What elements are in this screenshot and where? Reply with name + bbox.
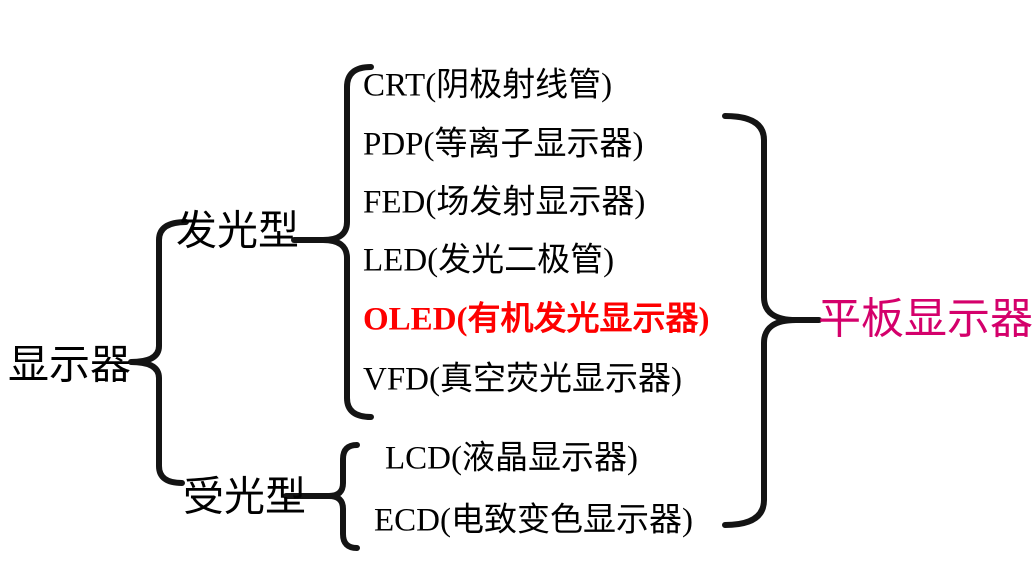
root-label: 显示器 bbox=[8, 341, 131, 388]
branch-label-emissive: 发光型 bbox=[176, 207, 299, 254]
flat-panel-group-brace bbox=[722, 113, 799, 528]
root-branch-brace bbox=[128, 219, 189, 486]
flat-panel-group-label: 平板显示器 bbox=[818, 296, 1033, 344]
item-fed: FED(场发射显示器) bbox=[363, 184, 646, 221]
item-vfd: VFD(真空荧光显示器) bbox=[363, 361, 682, 398]
emissive-items-brace bbox=[320, 64, 374, 420]
item-oled-highlighted: OLED(有机发光显示器) bbox=[363, 301, 710, 338]
item-lcd: LCD(液晶显示器) bbox=[385, 440, 638, 477]
item-pdp: PDP(等离子显示器) bbox=[363, 126, 644, 163]
item-led: LED(发光二极管) bbox=[363, 242, 615, 279]
branch-label-receptive: 受光型 bbox=[183, 473, 306, 520]
item-crt: CRT(阴极射线管) bbox=[363, 67, 613, 104]
item-ecd: ECD(电致变色显示器) bbox=[374, 502, 693, 539]
receptive-items-brace bbox=[326, 442, 360, 551]
